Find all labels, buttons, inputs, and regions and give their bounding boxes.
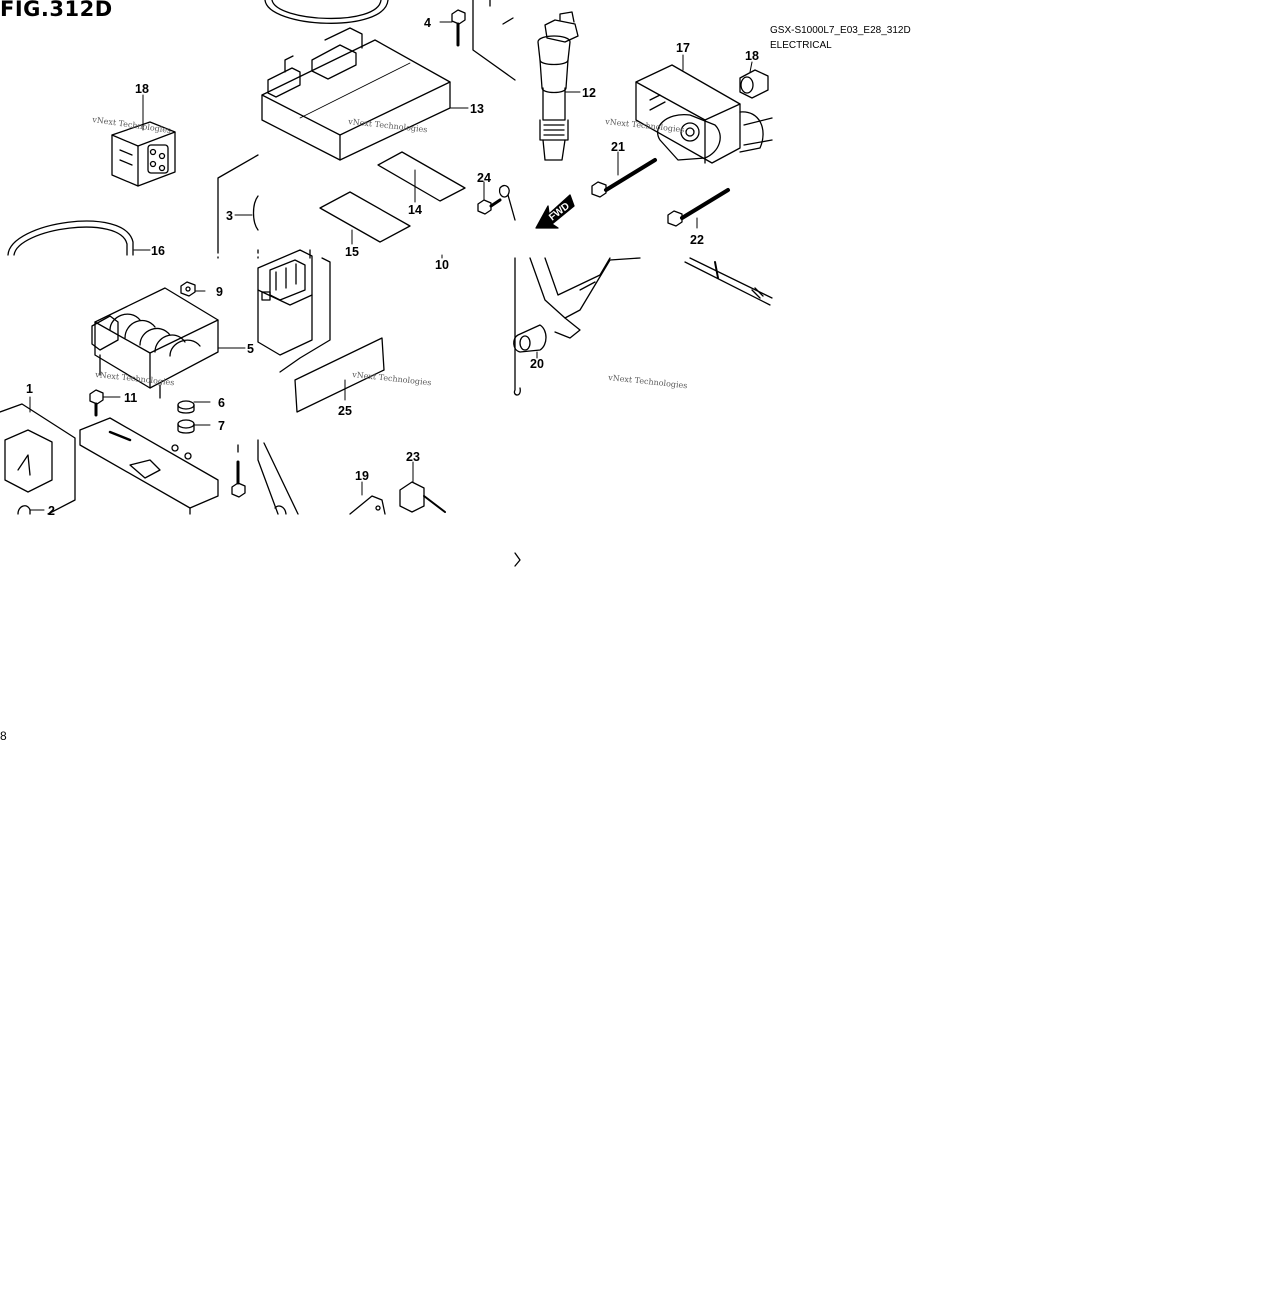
callout-24: 24 xyxy=(477,171,491,185)
regulator-rectifier-5 xyxy=(91,287,219,399)
nut-9 xyxy=(180,281,196,297)
callout-19: 18 xyxy=(745,49,759,63)
callout-17: 18 xyxy=(135,82,149,96)
callout-labels: 18 4 13 12 17 18 21 22 3 16 14 15 10 24 … xyxy=(26,16,759,518)
watermark: vNext Technologies xyxy=(347,117,428,134)
callout-1: 1 xyxy=(26,382,33,396)
screw-4 xyxy=(451,9,466,47)
collar-19 xyxy=(739,69,769,99)
collar-6 xyxy=(177,400,195,414)
terminal-2 xyxy=(17,505,31,515)
battery-1 xyxy=(0,403,76,515)
figure-header: GSX-S1000L7_E03_E28_312D ELECTRICAL xyxy=(770,23,911,53)
callout-16: 16 xyxy=(151,244,165,258)
gasket-ring-top xyxy=(264,0,389,24)
fwd-arrow-icon xyxy=(535,194,575,229)
leader-lines xyxy=(29,21,753,511)
callout-19b: 19 xyxy=(355,469,369,483)
callout-14: 14 xyxy=(408,203,422,217)
cable-right xyxy=(684,257,773,306)
fragment-mark xyxy=(514,552,521,567)
callout-7: 7 xyxy=(218,419,225,433)
bolt-21 xyxy=(591,158,657,198)
gasket-ring-16 xyxy=(7,220,134,256)
part-3 xyxy=(252,195,259,231)
relay-connector-17 xyxy=(111,121,176,187)
figure-section: ELECTRICAL xyxy=(770,40,832,51)
ignition-coil-12 xyxy=(537,11,579,161)
callout-11: 11 xyxy=(124,391,137,405)
watermark: vNext Technologies xyxy=(94,370,175,387)
label-sheet-15 xyxy=(319,191,411,243)
callout-10: 10 xyxy=(435,258,449,272)
collar-20 xyxy=(513,324,547,353)
edge-mark: 8 xyxy=(0,729,7,743)
assembly-outline xyxy=(0,0,516,373)
callout-4: 4 xyxy=(424,16,431,30)
callout-3: 3 xyxy=(226,209,233,223)
callout-25: 25 xyxy=(338,404,352,418)
bolt-22 xyxy=(667,188,730,227)
ecm-unit-13 xyxy=(261,27,451,161)
watermark: vNext Technologies xyxy=(91,115,172,135)
callout-6: 6 xyxy=(218,396,225,410)
watermark: vNext Technologies xyxy=(351,370,432,387)
callout-2: 2 xyxy=(48,504,55,518)
grommet-7 xyxy=(177,419,195,434)
callout-13: 13 xyxy=(470,102,484,116)
callout-18: 17 xyxy=(676,41,690,55)
watermark: vNext Technologies xyxy=(607,373,688,390)
frame-rail xyxy=(237,439,299,515)
callout-23: 23 xyxy=(406,450,420,464)
watermarks: vNext Technologies vNext Technologies vN… xyxy=(91,115,688,390)
frame-right xyxy=(513,257,641,396)
clamp-23 xyxy=(399,481,446,513)
figure-title: FIG.312D xyxy=(0,0,113,21)
mount-bracket xyxy=(79,417,219,515)
callout-9: 9 xyxy=(216,285,223,299)
callout-20: 20 xyxy=(530,357,544,371)
actuator-18 xyxy=(635,64,773,164)
figure-code: GSX-S1000L7_E03_E28_312D xyxy=(770,25,911,36)
callout-22: 22 xyxy=(690,233,704,247)
callout-12: 12 xyxy=(582,86,596,100)
callout-21: 21 xyxy=(611,140,625,154)
callout-15: 15 xyxy=(345,245,359,259)
callout-5: 5 xyxy=(247,342,254,356)
starter-relay xyxy=(257,249,313,356)
label-sheet-25 xyxy=(294,337,385,413)
cover-19-lower xyxy=(349,495,386,515)
bolt-11 xyxy=(89,389,104,417)
bracket-bolt xyxy=(231,460,246,498)
watermark: vNext Technologies xyxy=(604,117,685,134)
label-sheet-14 xyxy=(377,151,466,202)
